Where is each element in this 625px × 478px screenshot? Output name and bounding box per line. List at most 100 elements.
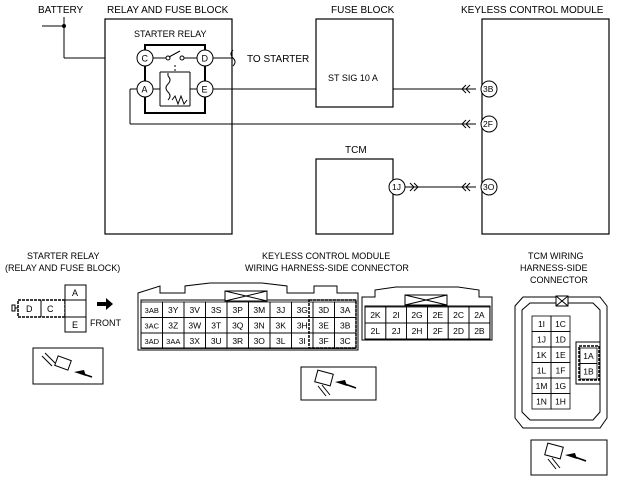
svg-text:1M: 1M (536, 381, 548, 391)
tcm-conn-title-2: HARNESS-SIDE (520, 263, 588, 273)
svg-text:2C: 2C (453, 310, 464, 320)
tcm-pin-cell-1f: 1F (550, 362, 571, 379)
relay-cell-c: C (47, 304, 54, 314)
relay-cell-a: A (72, 288, 78, 298)
svg-text:2J: 2J (392, 326, 401, 336)
starter-relay-plug-icon (32, 347, 104, 385)
svg-text:3O: 3O (483, 182, 495, 192)
tcm-pin-cell-1e: 1E (550, 346, 571, 363)
relay-fuse-block-box (104, 18, 233, 235)
svg-text:3AC: 3AC (144, 321, 159, 330)
svg-text:1G: 1G (555, 381, 566, 391)
svg-text:1N: 1N (536, 396, 547, 406)
svg-text:3X: 3X (190, 336, 201, 346)
svg-text:3R: 3R (232, 336, 243, 346)
svg-text:2H: 2H (412, 326, 423, 336)
svg-text:3P: 3P (233, 305, 244, 315)
relay-pin-a: A (136, 80, 154, 98)
tcm-pin-cell-1h: 1H (550, 393, 571, 410)
svg-text:1K: 1K (536, 350, 547, 360)
relay-pin-d: D (196, 49, 214, 67)
svg-text:3I: 3I (299, 336, 306, 346)
svg-text:3D: 3D (318, 305, 329, 315)
tcm-pin-cell-1j: 1J (531, 331, 552, 348)
svg-text:3AD: 3AD (144, 337, 159, 346)
svg-text:2L: 2L (371, 326, 381, 336)
svg-text:3F: 3F (319, 336, 329, 346)
tcm-label: TCM (345, 145, 367, 156)
svg-text:E: E (202, 85, 208, 95)
kcm-conn-subtitle: WIRING HARNESS-SIDE CONNECTOR (245, 263, 409, 273)
svg-text:2F: 2F (483, 119, 493, 129)
svg-text:3E: 3E (319, 320, 330, 330)
svg-text:3M: 3M (253, 305, 265, 315)
svg-text:3Z: 3Z (168, 320, 178, 330)
svg-text:3B: 3B (340, 320, 351, 330)
svg-text:3G: 3G (297, 305, 308, 315)
svg-text:1F: 1F (556, 365, 566, 375)
tcm-pin-cell-1l: 1L (531, 362, 552, 379)
relay-pin-c: C (136, 49, 154, 67)
svg-text:3Q: 3Q (232, 320, 244, 330)
to-starter-label: TO STARTER (247, 54, 309, 65)
svg-text:3U: 3U (211, 336, 222, 346)
svg-text:3O: 3O (254, 336, 266, 346)
svg-text:1E: 1E (555, 350, 566, 360)
svg-text:2A: 2A (474, 310, 485, 320)
relay-pin-e: E (196, 80, 214, 98)
tcm-box (315, 158, 394, 235)
kcm-pin-3b: 3B (461, 80, 498, 98)
svg-text:3AB: 3AB (145, 306, 159, 315)
svg-text:3W: 3W (188, 320, 201, 330)
svg-text:2F: 2F (433, 326, 443, 336)
battery-label: BATTERY (38, 5, 84, 16)
kcm-plug-icon (300, 366, 377, 401)
svg-text:1I: 1I (538, 319, 545, 329)
keyless-module-box (481, 18, 610, 235)
svg-text:3J: 3J (276, 305, 285, 315)
svg-text:2I: 2I (393, 310, 400, 320)
svg-text:3AA: 3AA (166, 337, 180, 346)
tcm-pin-cell-1b: 1B (579, 363, 598, 380)
svg-text:3V: 3V (190, 305, 201, 315)
starter-relay-label: STARTER RELAY (134, 29, 207, 39)
svg-text:2K: 2K (370, 310, 381, 320)
svg-text:1J: 1J (392, 182, 401, 192)
tcm-plug-icon (530, 439, 608, 476)
front-arrow-icon (97, 298, 113, 310)
svg-text:3K: 3K (276, 320, 287, 330)
tcm-pin-cell-1c: 1C (550, 315, 571, 332)
svg-text:D: D (202, 54, 209, 64)
svg-text:1C: 1C (555, 319, 566, 329)
svg-text:2D: 2D (453, 326, 464, 336)
relay-cell-e: E (72, 320, 78, 330)
tcm-connector-mark (409, 182, 419, 192)
svg-text:3C: 3C (340, 336, 351, 346)
svg-text:3T: 3T (211, 320, 221, 330)
tcm-pin-1j: 1J (388, 178, 406, 196)
fuse-rating-label: ST SIG 10 A (328, 73, 378, 83)
tcm-pin-cell-1g: 1G (550, 377, 571, 394)
tcm-conn-title-3: CONNECTOR (530, 275, 588, 285)
tcm-pin-cell-1k: 1K (531, 346, 552, 363)
svg-text:3A: 3A (340, 305, 351, 315)
svg-text:2G: 2G (411, 310, 422, 320)
front-label: FRONT (90, 318, 121, 328)
svg-text:3S: 3S (211, 305, 222, 315)
kcm-pin-cell-3c: 3C (334, 332, 357, 349)
svg-text:3B: 3B (483, 84, 494, 94)
svg-text:A: A (142, 85, 148, 95)
svg-text:3Y: 3Y (168, 305, 179, 315)
svg-text:1L: 1L (537, 365, 547, 375)
relay-fuse-block-label: RELAY AND FUSE BLOCK (107, 5, 229, 16)
tcm-conn-title-1: TCM WIRING (528, 251, 584, 261)
kcm-pin-2f: 2F (461, 115, 498, 133)
tcm-pin-cell-1i: 1I (531, 315, 552, 332)
kcm-pin-cell-2b: 2B (468, 322, 491, 340)
svg-text:C: C (142, 54, 149, 64)
svg-text:3L: 3L (276, 336, 286, 346)
